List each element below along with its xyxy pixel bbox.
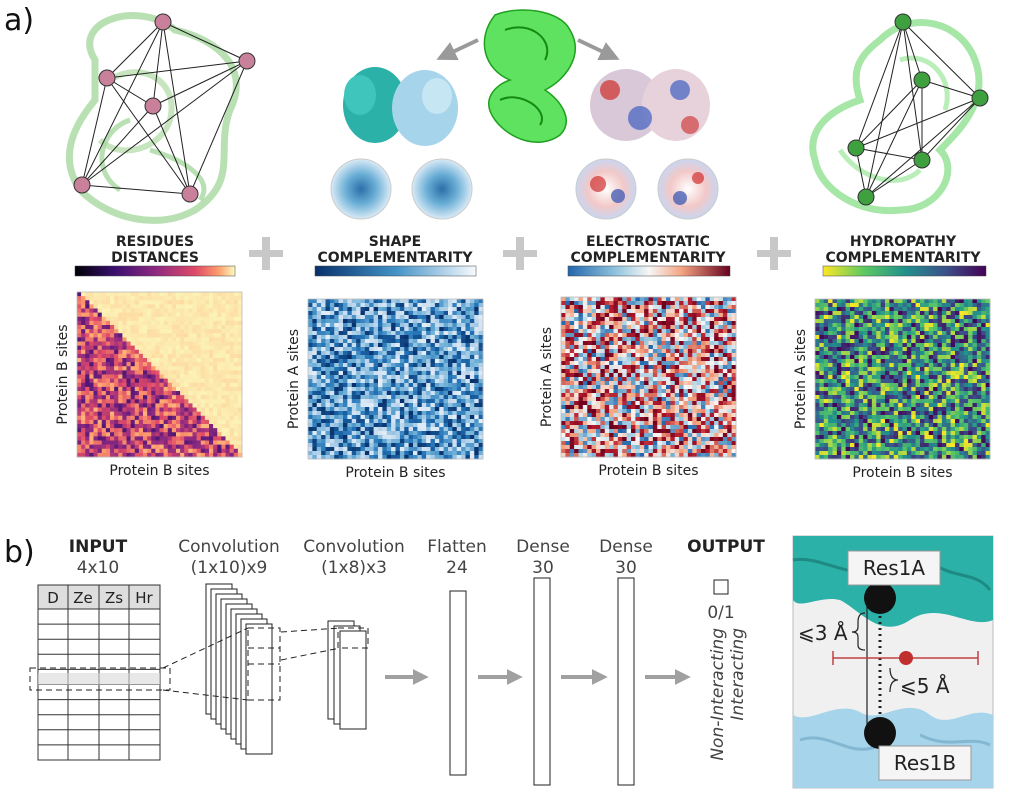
feature-title-line1: HYDROPATHY xyxy=(850,234,957,250)
left-graph-node xyxy=(181,185,199,203)
shape-disc-b xyxy=(411,158,473,220)
res1b-label: Res1B xyxy=(894,751,956,775)
output-class-interacting: Interacting xyxy=(728,628,748,721)
output-node xyxy=(713,579,729,595)
dense1-layer xyxy=(533,577,551,786)
dense2-name: Dense xyxy=(599,537,653,557)
heatmap-ylabel: Protein A sites xyxy=(539,327,555,427)
input-title: INPUT xyxy=(69,537,128,557)
distance-label-5a: ⩽5 Å xyxy=(900,674,950,698)
surface-electrostatic xyxy=(590,69,710,141)
conv1-filter xyxy=(245,623,273,755)
input-col-d: D xyxy=(47,589,59,607)
colorbar xyxy=(822,265,987,277)
res1a-label: Res1A xyxy=(863,556,925,580)
input-col-zs: Zs xyxy=(105,589,123,607)
heatmap xyxy=(815,299,991,460)
left-graph-node xyxy=(98,69,116,87)
input-table: D Ze Zs Hr xyxy=(29,584,171,761)
contact-illustration xyxy=(792,535,994,789)
elec-disc-b xyxy=(657,158,719,220)
heatmap-xlabel: Protein B sites xyxy=(109,463,209,479)
dense1-name: Dense xyxy=(516,537,570,557)
output-class-non-interacting: Non-Interacting xyxy=(708,628,728,761)
conv1-size: (1x10)x9 xyxy=(191,558,268,578)
split-arrow-left xyxy=(436,38,479,61)
heatmap xyxy=(561,297,737,458)
protein-graph-left xyxy=(65,12,256,224)
colorbar xyxy=(74,265,236,277)
feature-title-line2: COMPLEMENTARITY xyxy=(317,250,473,266)
colorbar xyxy=(314,265,477,277)
left-graph-node xyxy=(238,52,256,70)
left-graph-node xyxy=(73,176,91,194)
elec-disc-a xyxy=(575,158,637,220)
protein-graph-right xyxy=(809,13,989,215)
input-col-ze: Ze xyxy=(73,589,93,607)
feature-title-line2: COMPLEMENTARITY xyxy=(570,250,726,266)
heatmap-ylabel: Protein A sites xyxy=(793,329,809,429)
feature-title-line1: SHAPE xyxy=(369,234,421,250)
conv1-name: Convolution xyxy=(178,537,280,557)
left-graph-node xyxy=(154,13,172,31)
panel-b-label: b) xyxy=(4,535,35,570)
output-title: OUTPUT xyxy=(687,537,765,557)
input-size: 4x10 xyxy=(77,558,120,578)
central-protein xyxy=(483,9,576,143)
right-graph-node xyxy=(913,71,931,89)
conv1-stack xyxy=(205,583,273,755)
feature-title-line1: ELECTROSTATIC xyxy=(586,234,710,250)
surface-shape xyxy=(343,67,458,146)
dense2-layer xyxy=(617,577,635,786)
feature-title-line2: DISTANCES xyxy=(111,250,199,266)
conv2-name: Convolution xyxy=(303,537,405,557)
right-graph-node xyxy=(857,188,875,206)
right-graph-node xyxy=(847,139,865,157)
heatmap xyxy=(308,299,484,460)
shape-disc-a xyxy=(330,158,392,220)
heatmap-ylabel: Protein B sites xyxy=(55,324,71,424)
plus-signs xyxy=(249,237,791,270)
output-value: 0/1 xyxy=(707,603,734,623)
dense1-size: 30 xyxy=(532,558,554,578)
conv2-stack xyxy=(327,620,367,730)
right-graph-node xyxy=(971,89,989,107)
heatmap xyxy=(77,292,243,458)
flatten-name: Flatten xyxy=(427,537,486,557)
left-graph-node xyxy=(144,97,162,115)
flatten-size: 24 xyxy=(446,558,468,578)
right-graph-node xyxy=(894,13,912,31)
heatmap-xlabel: Protein B sites xyxy=(598,463,698,479)
colorbar xyxy=(567,265,731,277)
feature-title-line2: COMPLEMENTARITY xyxy=(825,250,981,266)
panel-a-label: a) xyxy=(4,3,34,38)
dense2-size: 30 xyxy=(615,558,637,578)
right-graph-node xyxy=(913,151,931,169)
input-col-hr: Hr xyxy=(135,589,153,607)
conv2-filter xyxy=(339,630,367,730)
split-arrow-right xyxy=(577,38,620,61)
heatmap-ylabel: Protein A sites xyxy=(286,329,302,429)
conv2-size: (1x8)x3 xyxy=(321,558,387,578)
heatmap-xlabel: Protein B sites xyxy=(852,465,952,481)
feature-title-line1: RESIDUES xyxy=(116,234,194,250)
heatmap-xlabel: Protein B sites xyxy=(345,465,445,481)
flatten-layer xyxy=(449,590,467,776)
distance-label-3a: ⩽3 Å xyxy=(798,621,848,645)
